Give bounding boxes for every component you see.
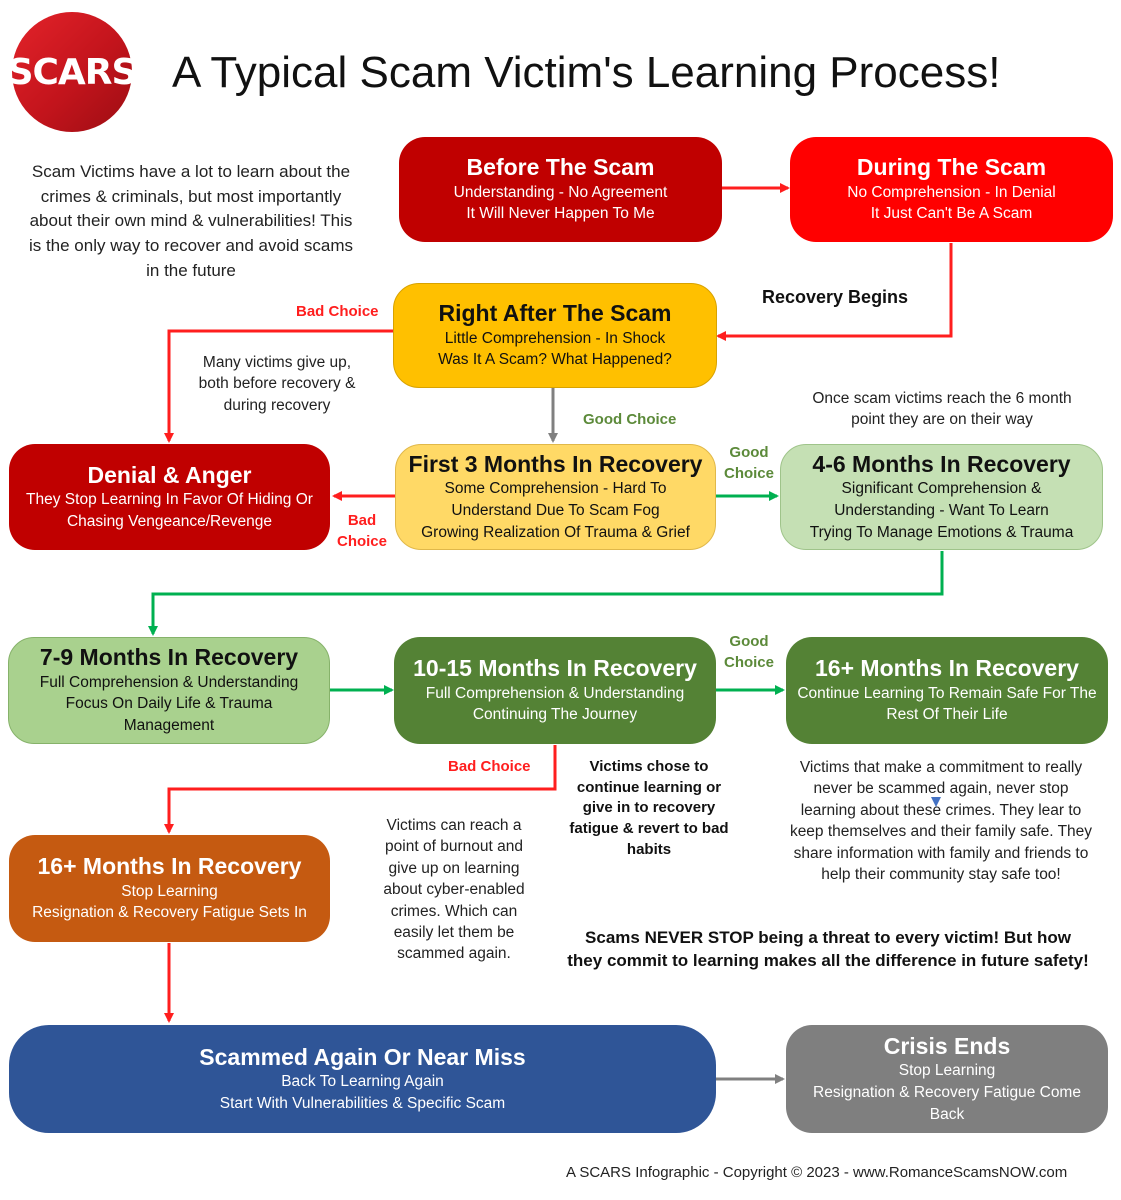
box-line: Focus On Daily Life & Trauma: [65, 695, 273, 713]
note-commitment: Victims that make a commitment to really…: [789, 759, 1093, 883]
box-line: They Stop Learning In Favor Of Hiding Or: [26, 491, 313, 509]
label-bad-choice: Bad Choice: [336, 512, 387, 550]
box-line: Rest Of Their Life: [886, 706, 1008, 724]
box-line: Chasing Vengeance/Revenge: [66, 512, 273, 530]
box-title: Right After The Scam: [438, 300, 672, 327]
box-4-6-months: 4-6 Months In Recovery Significant Compr…: [780, 444, 1103, 550]
box-before-the-scam: Before The Scam Understanding - No Agree…: [399, 137, 722, 242]
box-title: Scammed Again Or Near Miss: [199, 1043, 526, 1070]
box-line: Start With Vulnerabilities & Specific Sc…: [219, 1094, 506, 1112]
label-recovery-begins: Recovery Begins: [762, 287, 909, 307]
box-line: Understanding - Want To Learn: [834, 501, 1049, 519]
box-crisis-ends: Crisis Ends Stop Learning Resignation & …: [786, 1025, 1108, 1133]
box-title: Crisis Ends: [883, 1032, 1011, 1059]
page-title: A Typical Scam Victim's Learning Process…: [172, 48, 1001, 97]
footer-copyright: A SCARS Infographic - Copyright © 2023 -…: [566, 1164, 1068, 1181]
box-16-months-bad: 16+ Months In Recovery Stop Learning Res…: [9, 835, 330, 942]
box-line: Understanding - No Agreement: [453, 183, 668, 201]
box-denial-and-anger: Denial & Anger They Stop Learning In Fav…: [9, 444, 330, 550]
box-line: Some Comprehension - Hard To: [444, 480, 667, 498]
box-title: 16+ Months In Recovery: [815, 655, 1079, 682]
box-line: Little Comprehension - In Shock: [444, 329, 666, 347]
box-line: Trying To Manage Emotions & Trauma: [809, 523, 1074, 541]
box-line: It Just Can't Be A Scam: [870, 205, 1033, 223]
box-line: Stop Learning: [121, 882, 218, 900]
box-title: First 3 Months In Recovery: [408, 450, 703, 477]
box-title: Before The Scam: [466, 154, 655, 181]
label-bad-choice: Bad Choice: [448, 758, 531, 775]
box-line: Full Comprehension & Understanding: [39, 673, 299, 691]
box-7-9-months: 7-9 Months In Recovery Full Comprehensio…: [8, 637, 330, 744]
box-line: Continue Learning To Remain Safe For The: [797, 684, 1097, 702]
box-10-15-months: 10-15 Months In Recovery Full Comprehens…: [394, 637, 716, 744]
label-good-choice: Good Choice: [723, 444, 774, 482]
box-scammed-again: Scammed Again Or Near Miss Back To Learn…: [9, 1025, 716, 1133]
arrow-during-to-rightafter: [716, 243, 953, 341]
box-title: Denial & Anger: [87, 461, 252, 488]
box-title: 10-15 Months In Recovery: [413, 655, 697, 682]
arrow-m4-6-to-m7-9: [148, 551, 944, 636]
box-line: Resignation & Recovery Fatigue Sets In: [32, 904, 307, 922]
small-blue-triangle-icon: [931, 797, 941, 807]
box-title: During The Scam: [856, 154, 1047, 181]
box-line: Growing Realization Of Trauma & Grief: [421, 523, 690, 541]
box-line: Full Comprehension & Understanding: [425, 684, 685, 702]
box-line: No Comprehension - In Denial: [847, 183, 1056, 201]
box-line: Back: [929, 1105, 965, 1123]
note-never-stop: Scams NEVER STOP being a threat to every…: [567, 928, 1089, 971]
box-line: Understand Due To Scam Fog: [451, 501, 660, 519]
intro-text: Scam Victims have a lot to learn about t…: [28, 162, 354, 280]
scars-logo: SCARS: [8, 12, 137, 132]
box-title: 4-6 Months In Recovery: [812, 450, 1071, 477]
box-right-after-the-scam: Right After The Scam Little Comprehensio…: [393, 283, 717, 388]
box-title: 7-9 Months In Recovery: [39, 644, 299, 671]
note-victims-chose: Victims chose to continue learning or gi…: [569, 758, 729, 858]
box-line: Stop Learning: [898, 1062, 996, 1080]
logo-text: SCARS: [7, 51, 138, 93]
box-line: Resignation & Recovery Fatigue Come: [813, 1083, 1081, 1101]
label-good-choice: Good Choice: [723, 633, 774, 671]
arrow-rightafter-to-denial: [164, 329, 393, 443]
box-line: Back To Learning Again: [281, 1073, 444, 1091]
box-during-the-scam: During The Scam No Comprehension - In De…: [790, 137, 1113, 242]
note-burnout: Victims can reach a point of burnout and…: [383, 817, 525, 963]
box-line: Significant Comprehension &: [841, 480, 1042, 498]
box-first-3-months: First 3 Months In Recovery Some Comprehe…: [395, 444, 716, 550]
note-six-month: Once scam victims reach the 6 month poin…: [812, 390, 1072, 429]
box-line: It Will Never Happen To Me: [466, 205, 655, 223]
label-good-choice: Good Choice: [583, 411, 677, 428]
label-bad-choice: Bad Choice: [296, 303, 379, 320]
note-give-up: Many victims give up, both before recove…: [198, 354, 356, 414]
box-16-months-good: 16+ Months In Recovery Continue Learning…: [786, 637, 1108, 744]
box-title: 16+ Months In Recovery: [37, 853, 302, 880]
arrow-m10-15-to-m16-bad: [164, 745, 557, 834]
box-line: Management: [123, 717, 215, 735]
box-line: Continuing The Journey: [472, 706, 638, 724]
box-line: Was It A Scam? What Happened?: [438, 351, 672, 369]
